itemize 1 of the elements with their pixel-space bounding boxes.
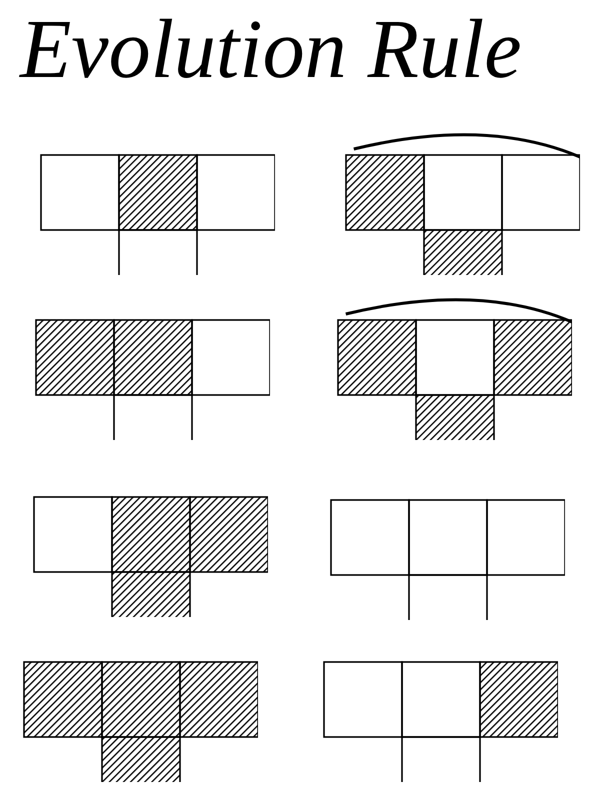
title: Evolution Rule bbox=[20, 8, 522, 92]
